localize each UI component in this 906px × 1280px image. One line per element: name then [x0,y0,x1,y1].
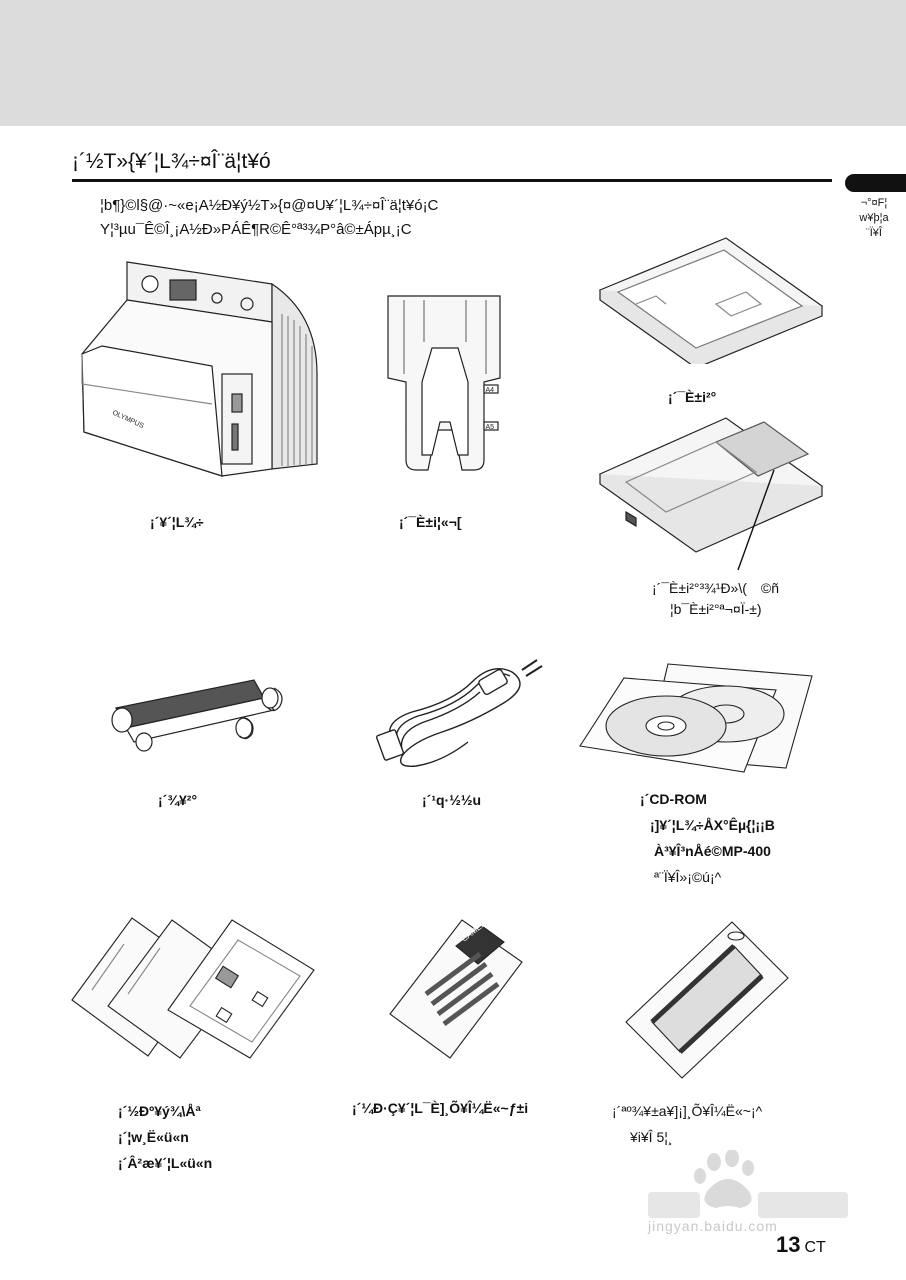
watermark-text: jingyan.baidu.com [648,1218,778,1234]
power-cord-caption: ¡´¹q·½½u [422,792,482,808]
paper-tray-underside-illustration [596,412,826,572]
mark-a4: A4 [486,387,495,394]
sample-ribbon-caption: ¡´ªº¾¥±a¥]¡]¸Õ¥Î¼Ë«~¡^ ¥i¥Î 5¦¸ [612,1098,762,1150]
cd-rom-caption: ¡´CD-ROM ¡]¥´¦L¾÷ÅX°Êµ{¦¡¡B À³¥Î³nÅé©MP-… [640,786,775,890]
intro-paragraph: ¦b¶}©l§@·~«e¡A½Ð¥ý½T»{¤@¤U¥´¦L¾÷¤Î¨ä¦t¥ó… [100,194,438,242]
manuals-caption: ¡´½Ð­º¥ý¾\Åª ¡´¦w¸Ë«ü«n ¡´Â²æ¥´¦L«ü«n [118,1098,212,1176]
cd-rom-line-4: ª¨Ï¥Î»¡©ú¡^ [654,869,722,885]
cd-rom-line-1: ¡´CD-ROM [640,791,707,807]
ink-ribbon-caption: ¡´¾¥²° [158,792,198,808]
cassette-note: ¡´¯È±i²°­³¾¹Ð»\( ©ñ ¦b¯È±i²°ª¬¤Ï-±) [652,578,779,620]
baidu-watermark-logo [628,1149,858,1230]
intro-line-1: ¦b¶}©l§@·~«e¡A½Ð¥ý½T»{¤@¤U¥´¦L¾÷¤Î¨ä¦t¥ó… [100,197,439,214]
manuals-illustration [68,910,318,1060]
cd-rom-line-2: ¡]¥´¦L¾÷ÅX°Êµ{¦¡¡B [650,817,775,833]
title-rule [72,179,832,182]
output-tray-caption: ¡´¯È±i¦«¬[ [399,514,462,530]
mark-a5: A5 [486,424,495,431]
side-tab-label: ¬°¤F¦w¥þ¦a¨Ï¥Î [859,197,889,239]
manuals-line-3: ¡´Â²æ¥´¦L«ü«n [118,1155,213,1171]
manuals-line-2: ¡´¦w¸Ë«ü«n [118,1129,189,1145]
printer-caption: ¡´¥´¦L¾÷ [150,514,204,530]
header-band [0,0,906,126]
sample-ribbon-line-1: ¡´ªº¾¥±a¥]¡]¸Õ¥Î¼Ë«~¡^ [612,1103,763,1119]
cassette-note-line-2: ¦b¯È±i²°ª¬¤Ï-±) [670,601,762,617]
cd-rom-illustration [576,656,816,776]
cassette-note-line-1: ¡´¯È±i²°­³¾¹Ð»\( ©ñ [652,580,779,596]
ink-ribbon-illustration [104,668,294,758]
page-title: ¡´½T»{¥´¦L¾÷¤Î¨ä¦t¥ó [72,150,271,173]
manuals-line-1: ¡´½Ð­º¥ý¾\Åª [118,1103,201,1119]
output-tray-illustration: A4 A5 [384,290,506,480]
page-number-value: 13 [776,1232,801,1257]
power-cord-illustration [372,652,552,776]
paper-tray-illustration [596,234,826,364]
paper-tray-caption: ¡´¯È±i²° [668,389,717,405]
printer-illustration: OLYMPUS [72,254,328,494]
warranty-caption: ¡´¼Ð·Ç¥´¦L¯È]¸Õ¥Î¼Ë«~ƒ±i [352,1100,529,1116]
page-number-suffix: CT [804,1239,826,1256]
side-tab [845,174,906,192]
cd-rom-line-3: À³¥Î³nÅé©MP-400 [654,843,771,859]
sample-ribbon-line-2: ¥i¥Î 5¦¸ [630,1129,673,1145]
intro-line-2: ­Y¦³µu¯Ê©Î¸¡A½Ð»PÁÊ¶R©Ê°ª³¾P°â©±Ápµ¸¡C [100,221,412,238]
warranty-illustration: CAMEDIA [386,916,526,1066]
sample-ribbon-illustration [622,918,792,1082]
